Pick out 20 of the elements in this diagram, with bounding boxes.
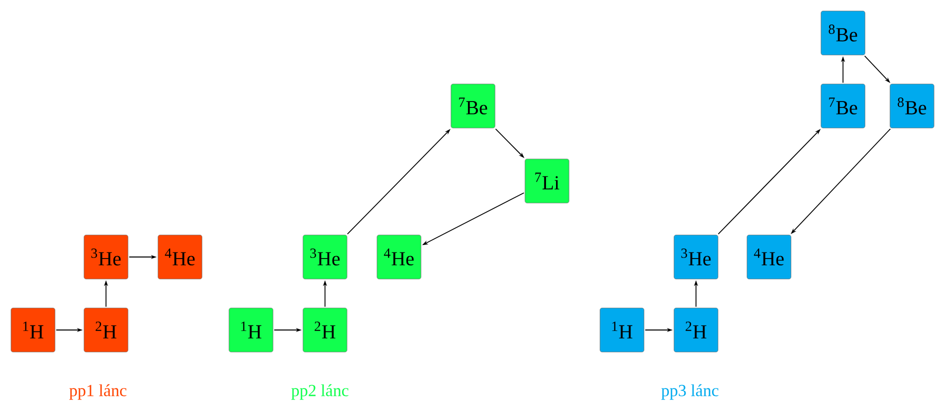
chain-label: pp2 lánc [291,384,348,400]
nuclide-box: $^{3}$He [302,234,348,280]
nuclide-box: $^{7}$Li [524,158,570,204]
nuclide-box: $^{3}$He [674,234,718,280]
nuclide-box: $^{1}$H [228,308,274,352]
nuclide-box: $^{4}$He [376,234,422,280]
nuclide-box: $^{1}$H [10,308,56,352]
nuclide-box: $^{2}$H [674,308,718,352]
chain-label: pp1 lánc [69,384,126,400]
nuclide-box: $^{1}$H [600,308,644,352]
nuclide-box: $^{2}$H [84,308,128,352]
nuclide-box: $^{8}$Be [890,84,934,128]
nuclide-box: $^{7}$Be [820,84,866,128]
nuclide-box: $^{3}$He [84,234,128,280]
nuclide-box: $^{4}$He [158,234,202,280]
nuclide-box: $^{8}$Be [820,10,866,56]
chain-label: pp3 lánc [661,384,718,400]
nuclide-box: $^{2}$H [302,308,348,352]
nuclide-box: $^{4}$He [746,234,792,280]
nuclide-box: $^{7}$Be [450,84,496,128]
